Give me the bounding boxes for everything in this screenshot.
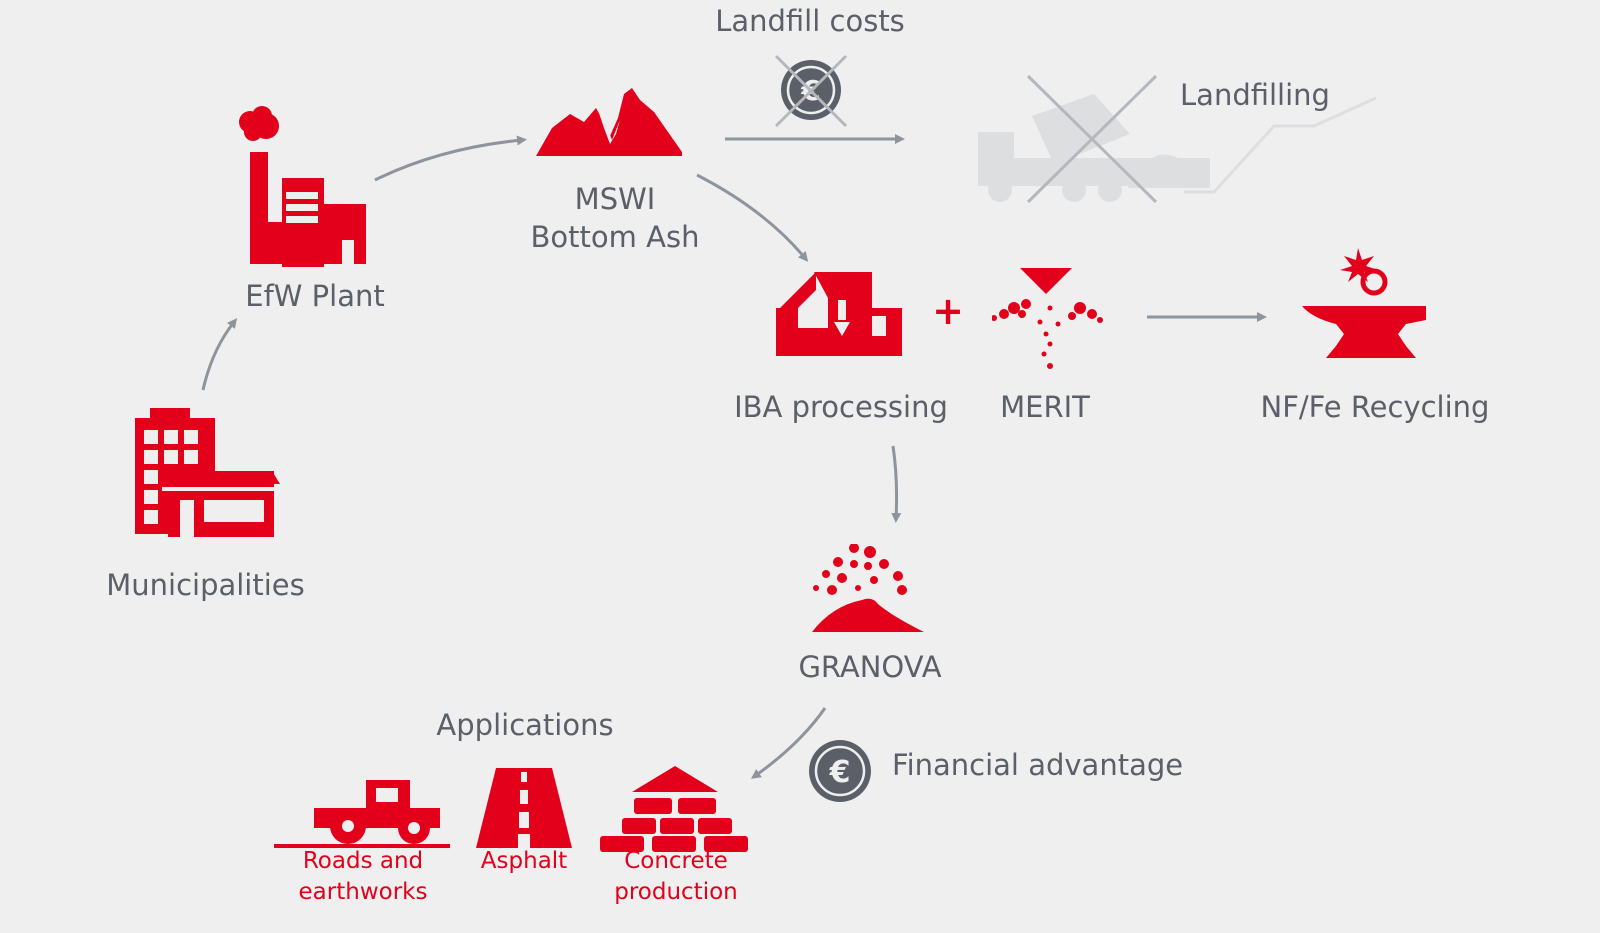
bottom-ash-label: MSWI Bottom Ash (530, 182, 700, 255)
arrow-efw-to-ash (374, 135, 527, 182)
concrete-label: Concrete production (614, 848, 738, 906)
applications-label: Applications (436, 708, 614, 742)
efw-plant-label: EfW Plant (245, 279, 385, 313)
arrow-municipalities-to-efw (201, 318, 238, 391)
bricks-icon (600, 766, 748, 852)
landfilling-label: Landfilling (1180, 78, 1330, 112)
granulate-pile-icon (812, 544, 924, 632)
merit-label: MERIT (1000, 390, 1090, 424)
landfill-costs-label: Landfill costs (715, 4, 905, 38)
ash-pile-icon (536, 88, 682, 156)
anvil-icon (1302, 248, 1426, 358)
svg-text:€: € (829, 755, 851, 790)
nf-fe-recycling-label: NF/Fe Recycling (1260, 390, 1490, 424)
crossed-euro-coin-icon: € (774, 54, 848, 128)
road-roller-icon (274, 780, 450, 848)
dump-truck-crossed-icon (978, 74, 1377, 204)
factory-icon (239, 106, 366, 267)
buildings-icon (135, 408, 280, 537)
municipalities-label: Municipalities (106, 568, 305, 602)
road-icon (476, 768, 572, 848)
iba-processing-label: IBA processing (734, 390, 948, 424)
arrow-granova-to-applications (750, 707, 827, 779)
roads-label: Roads and earthworks (298, 848, 428, 906)
asphalt-label: Asphalt (480, 848, 568, 874)
processing-plant-icon (776, 272, 902, 356)
particle-separation-icon (992, 268, 1103, 369)
granova-label: GRANOVA (798, 650, 942, 684)
euro-coin-icon: € (809, 740, 871, 802)
plus-sign: + (932, 289, 964, 333)
arrow-ash-to-iba (696, 173, 809, 262)
financial-advantage-label: Financial advantage (892, 748, 1184, 782)
arrow-iba-to-granova (891, 445, 902, 523)
